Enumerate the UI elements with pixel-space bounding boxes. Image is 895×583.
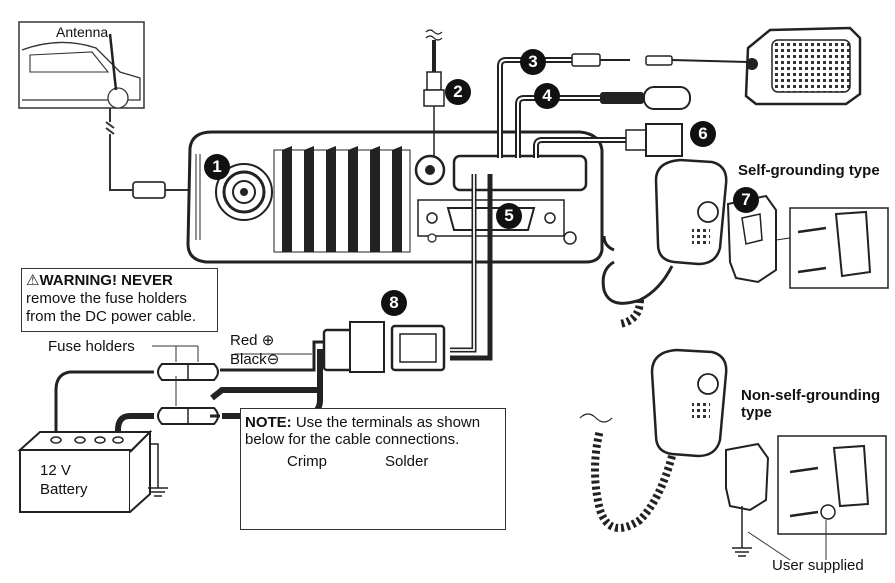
warning-title: ⚠WARNING! NEVER	[26, 272, 173, 289]
microphone-lower	[579, 348, 728, 532]
self-grounding-label: Self-grounding type	[738, 162, 880, 179]
battery-label: Battery	[40, 481, 88, 498]
non-self-grounding-label: Non-self-grounding	[741, 387, 881, 404]
transceiver-rear-panel	[186, 130, 604, 264]
antenna-plug	[132, 181, 166, 199]
note-box: NOTE: Use the terminals as shown below f…	[240, 408, 506, 530]
warning-line-2: from the DC power cable.	[26, 308, 197, 325]
fuse-holders	[152, 345, 219, 425]
warning-line-1: remove the fuse holders	[26, 290, 187, 307]
plus-circle-icon: ⊕	[261, 332, 275, 349]
antenna-cable	[105, 108, 133, 191]
heat-sink-fins	[282, 146, 402, 252]
solder-label: Solder	[385, 453, 429, 470]
warning-triangle-icon: ⚠	[26, 272, 40, 289]
callout-7: 7	[733, 187, 759, 213]
callout-3: 3	[520, 49, 546, 75]
red-wire-label: Red ⊕	[230, 332, 275, 349]
battery-voltage-label: 12 V	[40, 462, 71, 479]
ground-symbol-icon	[148, 443, 168, 497]
external-speaker	[744, 26, 862, 106]
fuse-holders-label: Fuse holders	[48, 338, 135, 355]
car-antenna-illustration	[18, 21, 145, 109]
note-line-2: below for the cable connections.	[245, 431, 460, 448]
microphone-upper	[601, 158, 728, 328]
mic-hanger-self-grounding	[726, 194, 889, 289]
antenna-label: Antenna	[56, 24, 109, 40]
callout-2: 2	[445, 79, 471, 105]
non-self-grounding-type-label: type	[741, 404, 772, 421]
callout-6: 6	[690, 121, 716, 147]
warning-box: ⚠WARNING! NEVER remove the fuse holders …	[21, 268, 218, 332]
gps-antenna-connector	[423, 29, 445, 156]
minus-circle-icon: ⊖	[266, 351, 280, 368]
black-wire-label: Black⊖	[230, 351, 280, 368]
callout-5: 5	[496, 203, 522, 229]
battery	[17, 429, 153, 513]
callout-1: 1	[204, 154, 230, 180]
user-supplied-label: User supplied	[772, 557, 864, 574]
callout-8: 8	[381, 290, 407, 316]
note-line-1: NOTE: Use the terminals as shown	[245, 414, 481, 431]
dc-power-connector	[322, 321, 446, 373]
crimp-label: Crimp	[287, 453, 327, 470]
antenna-rod	[108, 33, 118, 91]
mic-hanger-non-self-grounding	[725, 435, 887, 561]
callout-4: 4	[534, 83, 560, 109]
